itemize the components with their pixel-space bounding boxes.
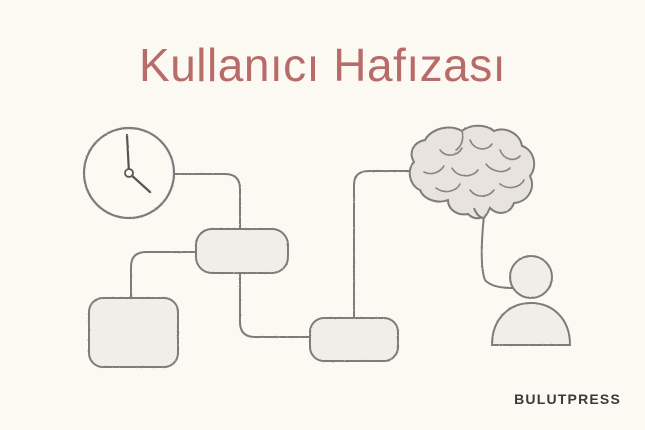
node-box-upper <box>195 228 289 274</box>
connector-lower-box-to-brain <box>353 170 413 319</box>
node-box-left <box>88 297 179 368</box>
connector-box-to-lower-box <box>239 271 311 338</box>
connector-clock-to-box <box>174 173 241 229</box>
brain-icon <box>408 124 536 220</box>
brand-label: BULUTPRESS <box>514 391 621 407</box>
clock-icon <box>82 126 176 220</box>
node-box-lower <box>309 317 399 362</box>
connector-box-to-left-box <box>130 251 197 299</box>
connector-brain-to-user <box>480 214 513 289</box>
user-icon <box>490 255 572 346</box>
diagram-title: Kullanıcı Hafızası <box>139 39 506 91</box>
